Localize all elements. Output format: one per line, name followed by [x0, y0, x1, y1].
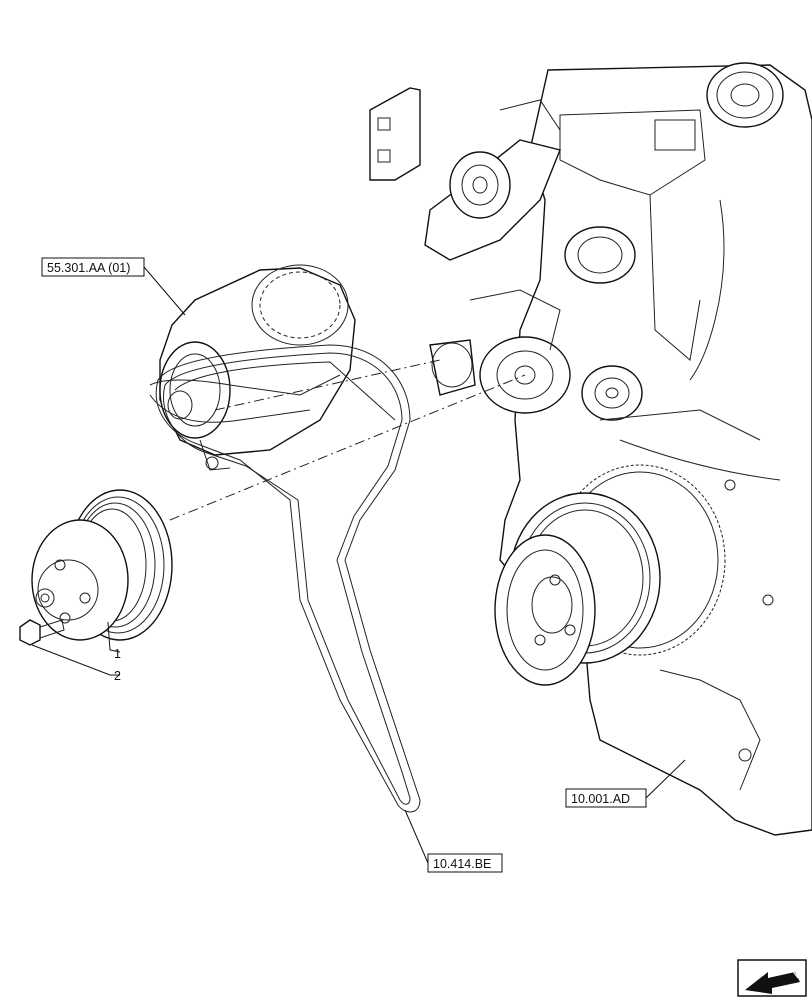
callout-engine-label: 10.001.AD	[571, 792, 630, 806]
pulley	[31, 489, 173, 641]
callout-alternator-label: 55.301.AA (01)	[47, 261, 130, 275]
next-page-arrow-icon[interactable]	[737, 959, 807, 997]
mounting-bracket	[369, 87, 561, 261]
bolt	[19, 619, 65, 646]
drive-belt	[155, 344, 421, 813]
axis-centerlines	[169, 359, 526, 521]
callout-pulley[interactable]: 1	[107, 621, 121, 661]
callout-alternator[interactable]: 55.301.AA (01)	[41, 257, 186, 316]
callout-bolt-label: 2	[114, 669, 121, 683]
callout-belt[interactable]: 10.414.BE	[404, 809, 503, 873]
callout-pulley-label: 1	[114, 647, 121, 661]
callout-bolt[interactable]: 2	[31, 644, 121, 683]
callout-belt-label: 10.414.BE	[433, 857, 491, 871]
callout-engine[interactable]: 10.001.AD	[565, 759, 686, 808]
